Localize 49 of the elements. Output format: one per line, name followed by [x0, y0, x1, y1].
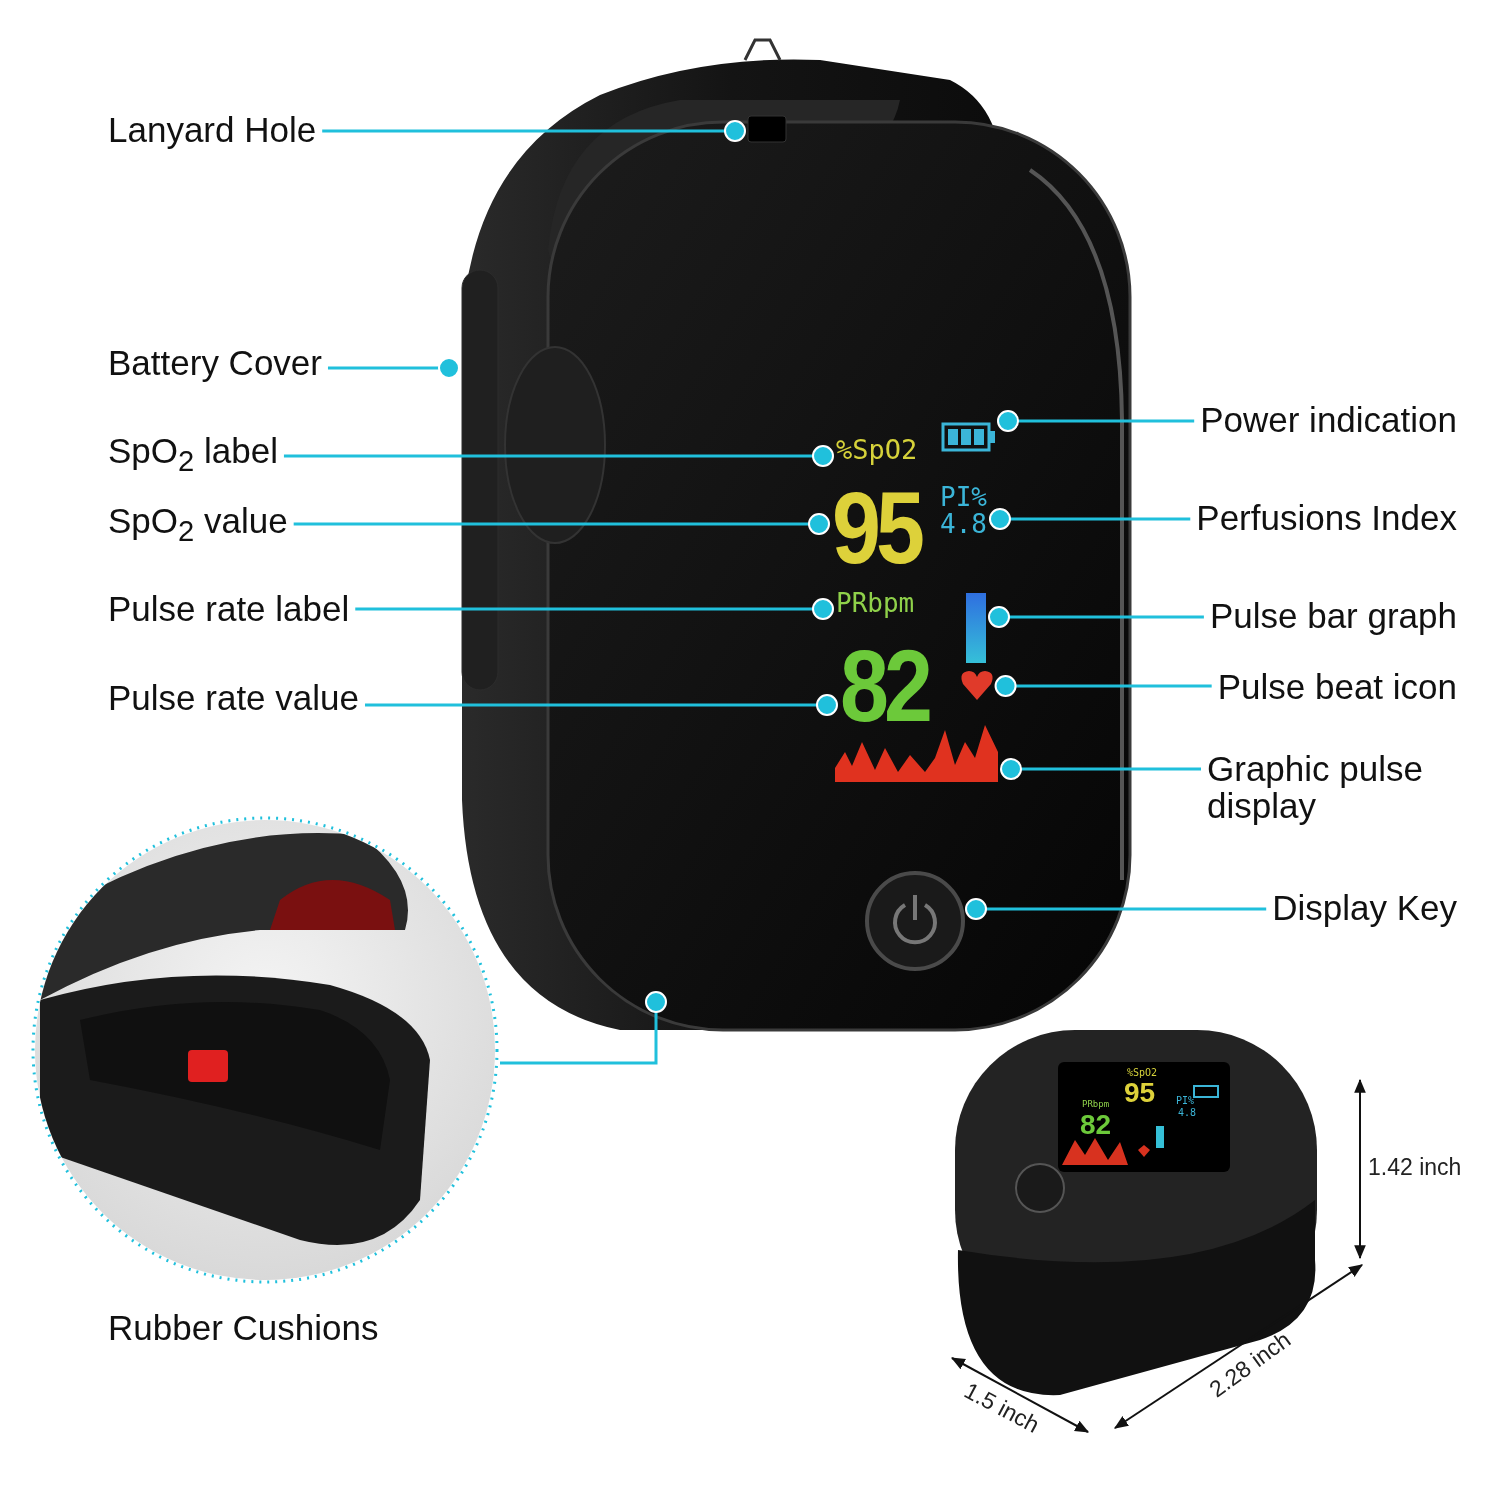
leader-line: [965, 898, 1267, 920]
leader-line: [988, 508, 1191, 530]
callout-label: Display Key: [1272, 890, 1457, 927]
leader-line: [1000, 758, 1201, 780]
screen-reading: 95: [832, 478, 920, 580]
callout-label: Graphic pulse display: [1207, 751, 1457, 825]
callout-label: Lanyard Hole: [108, 112, 317, 149]
callout-label: SpO$_{2}$ label: [108, 433, 278, 477]
leader-line: [500, 991, 667, 1065]
screen-reading: PI%: [940, 484, 987, 512]
screen-reading: 95: [1124, 1078, 1156, 1108]
leader-line: [365, 694, 838, 716]
battery-icon: [941, 422, 995, 452]
screen-reading: PRbpm: [836, 590, 915, 618]
leader-line: [322, 120, 746, 142]
callout-label: Rubber Cushions: [108, 1310, 379, 1347]
heart-icon: [961, 671, 993, 700]
leader-line: [293, 513, 830, 535]
screen-reading: 82: [1080, 1110, 1112, 1140]
callout-label: Pulse bar graph: [1209, 598, 1457, 635]
lanyard-hole: [747, 115, 787, 143]
leader-line: [994, 675, 1212, 697]
leader-line: [327, 357, 460, 379]
callout-label: Battery Cover: [108, 345, 322, 382]
screen-reading: PI%: [1176, 1096, 1195, 1107]
battery-cover: [461, 269, 499, 691]
sensor-closeup-drawing: [31, 816, 499, 1284]
callout-label: Power indication: [1200, 402, 1457, 439]
callout-label: Perfusions Index: [1196, 500, 1457, 537]
screen-reading: %SpO2: [836, 436, 918, 465]
leader-line: [283, 445, 834, 467]
power-button: [865, 871, 965, 971]
dimension-label: 1.5 inch: [960, 1378, 1044, 1438]
screen-reading: 82: [840, 636, 928, 738]
dimension-label: 1.42 inch: [1368, 1155, 1462, 1180]
leader-line: [997, 410, 1195, 432]
leader-line: [988, 606, 1204, 628]
callout-label: Pulse rate value: [108, 680, 359, 717]
dimension-label: 2.28 inch: [1205, 1327, 1295, 1402]
leader-line: [355, 598, 834, 620]
screen-reading: 4.8: [940, 511, 987, 539]
screen-reading: 4.8: [1178, 1108, 1197, 1119]
callout-label: Pulse beat icon: [1217, 669, 1457, 706]
screen-reading: PRbpm: [1082, 1100, 1110, 1110]
screen-reading: %SpO2: [1127, 1068, 1158, 1079]
callout-label: Pulse rate label: [108, 591, 350, 628]
pulse-bar-graph: [966, 593, 986, 663]
pulse-waveform: [835, 725, 998, 782]
callout-label: SpO$_{2}$ value: [108, 503, 288, 547]
